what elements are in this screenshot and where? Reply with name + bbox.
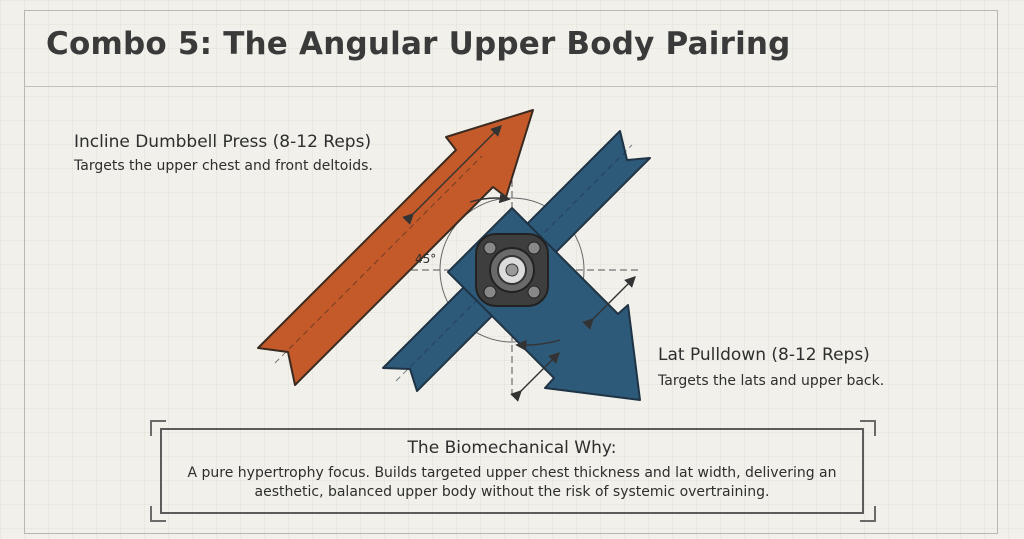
angle-label: 45°	[415, 252, 436, 266]
page-title: Combo 5: The Angular Upper Body Pairing	[46, 26, 791, 62]
pulldown-length-dimension	[510, 352, 560, 402]
page-frame	[24, 10, 998, 534]
bracket-top-right	[860, 420, 876, 436]
why-body: A pure hypertrophy focus. Builds targete…	[187, 465, 837, 500]
rotation-arc-bottom	[515, 339, 561, 351]
angle-circle	[439, 197, 585, 343]
incline-press-name: Incline Dumbbell Press (8-12 Reps)	[74, 132, 372, 152]
bracket-bottom-right	[860, 506, 876, 522]
lat-pulldown-name: Lat Pulldown (8-12 Reps)	[658, 345, 870, 365]
press-length-dimension	[402, 125, 502, 225]
pulldown-width-dimension	[582, 276, 636, 330]
title-divider	[24, 86, 998, 87]
lat-pulldown-description: Targets the lats and upper back.	[658, 373, 885, 389]
pivot-hub-icon	[475, 233, 549, 307]
incline-press-description: Targets the upper chest and front deltoi…	[74, 158, 373, 174]
why-heading: The Biomechanical Why:	[407, 438, 617, 458]
bracket-top-left	[150, 420, 166, 436]
rotation-arc-top	[469, 192, 511, 204]
biomechanical-why-box: The Biomechanical Why: A pure hypertroph…	[160, 428, 864, 514]
bracket-bottom-left	[150, 506, 166, 522]
dimension-arrows	[402, 125, 636, 402]
